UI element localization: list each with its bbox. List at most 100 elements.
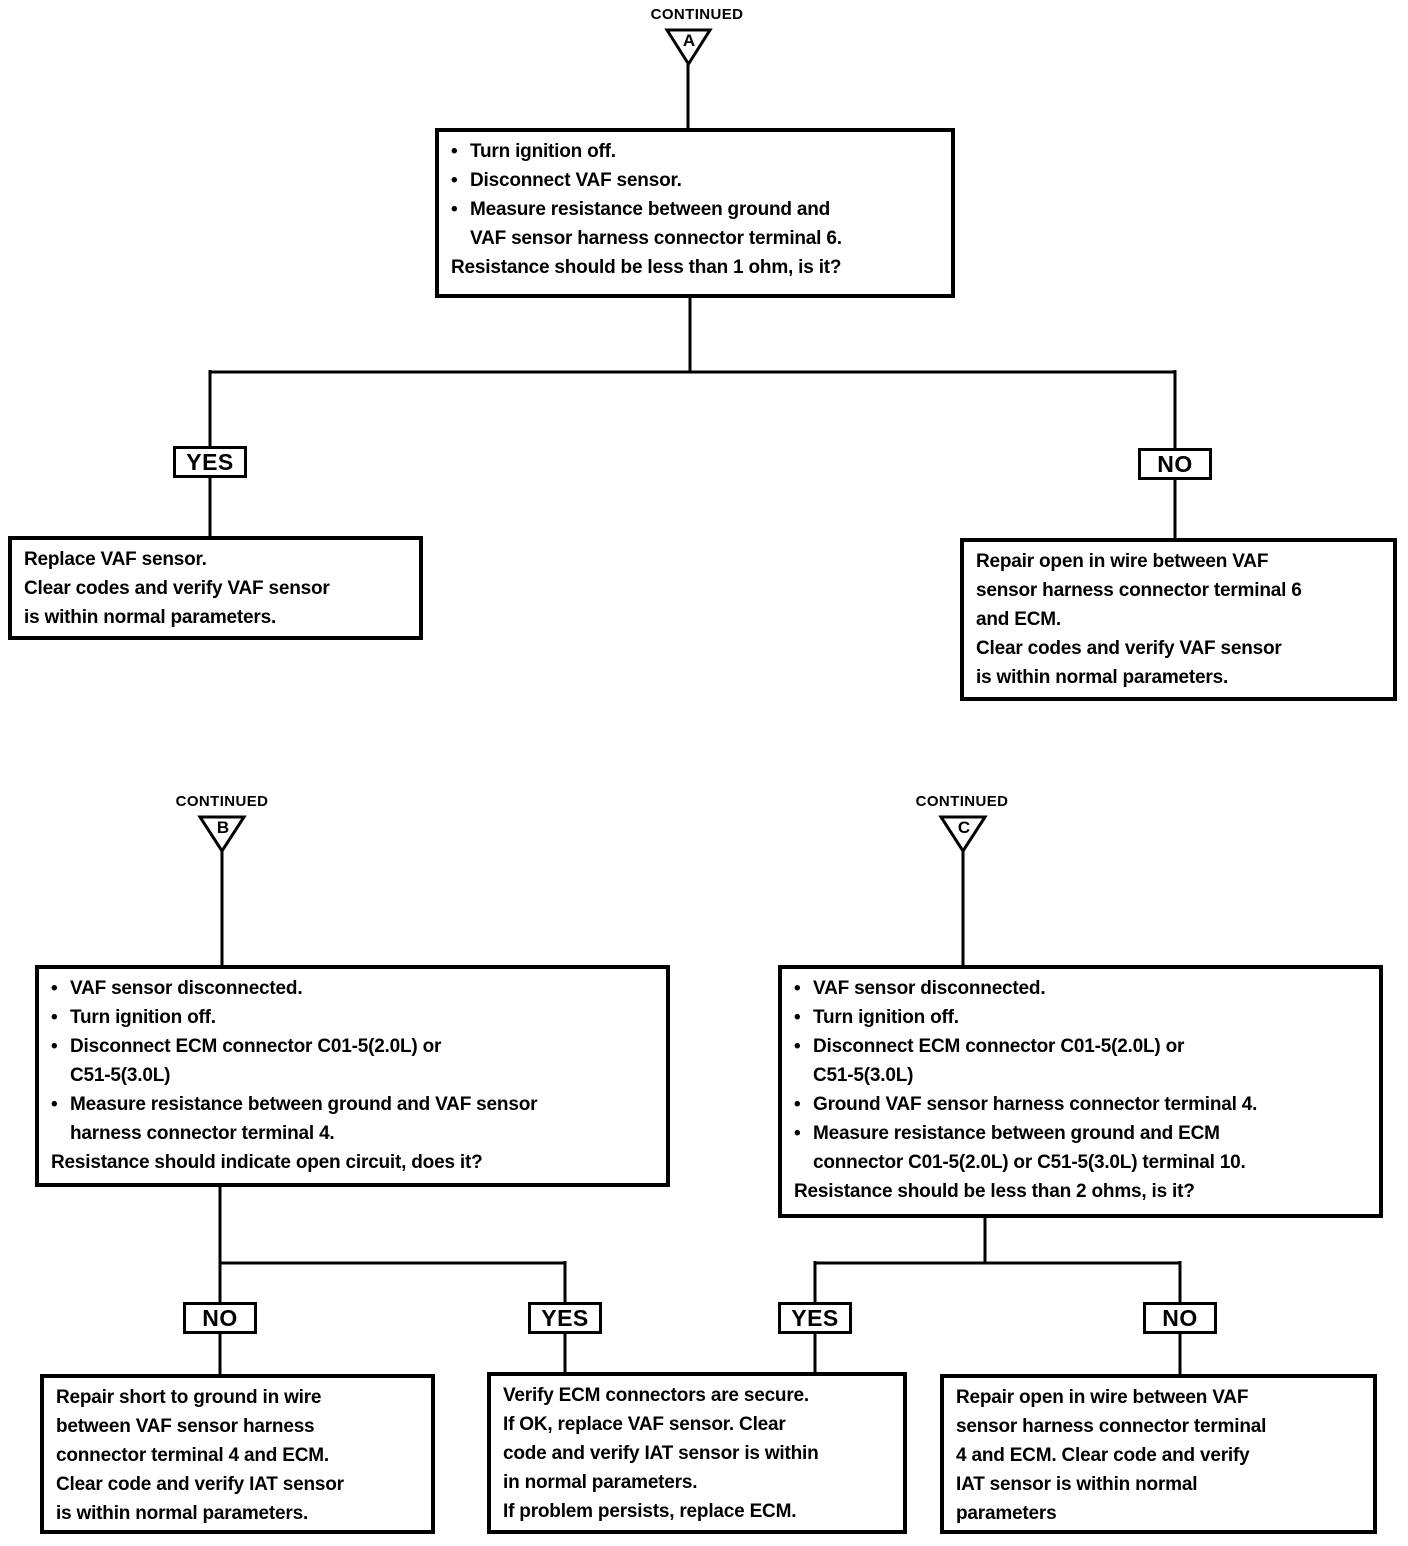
result-line-text: Verify ECM connectors are secure. — [503, 1385, 809, 1406]
connector-b-label: CONTINUED — [175, 793, 269, 810]
branch-label-text: YES — [541, 1304, 589, 1331]
branch-label-b-no: NO — [183, 1302, 257, 1334]
bullet-icon: • — [794, 1007, 801, 1028]
question-line-text: Turn ignition off. — [470, 141, 616, 162]
branch-label-c-yes: YES — [778, 1302, 852, 1334]
question-line: • Turn ignition off. — [451, 137, 939, 166]
result-line-text: sensor harness connector terminal — [956, 1416, 1267, 1437]
question-line-text: Resistance should be less than 2 ohms, i… — [794, 1181, 1195, 1202]
branch-label-b-yes: YES — [528, 1302, 602, 1334]
question-line-text: Disconnect ECM connector C01-5(2.0L) or — [70, 1036, 442, 1057]
bullet-icon: • — [451, 141, 458, 162]
question-line-text: C51-5(3.0L) — [813, 1065, 914, 1086]
question-line: •Turn ignition off. — [51, 1003, 654, 1032]
bullet-icon: • — [451, 199, 458, 220]
question-line: connector C01-5(2.0L) or C51-5(3.0L) ter… — [794, 1148, 1367, 1177]
result-line: is within normal parameters. — [56, 1499, 419, 1528]
question-line: •Measure resistance between ground and V… — [51, 1090, 654, 1119]
result-line: Repair open in wire between VAF — [976, 547, 1381, 576]
result-line: is within normal parameters. — [976, 663, 1381, 692]
result-line-text: connector terminal 4 and ECM. — [56, 1445, 329, 1466]
box-shared-yes-result: Verify ECM connectors are secure. If OK,… — [487, 1372, 907, 1534]
result-line-text: in normal parameters. — [503, 1472, 698, 1493]
branch-label-text: YES — [791, 1304, 839, 1331]
question-line-text: Turn ignition off. — [813, 1007, 959, 1028]
question-line: Resistance should be less than 2 ohms, i… — [794, 1177, 1367, 1206]
result-line-text: Clear codes and verify VAF sensor — [976, 638, 1282, 659]
triangle-b-icon — [197, 815, 247, 854]
result-line-text: Repair open in wire between VAF — [976, 551, 1269, 572]
question-line-text: Ground VAF sensor harness connector term… — [813, 1094, 1258, 1115]
bullet-icon: • — [451, 170, 458, 191]
branch-label-a-no: NO — [1138, 448, 1212, 480]
connector-a-label: CONTINUED — [650, 6, 744, 23]
connector-b-letter: B — [216, 818, 230, 837]
result-line: between VAF sensor harness — [56, 1412, 419, 1441]
question-line: • Disconnect VAF sensor. — [451, 166, 939, 195]
result-line-text: If problem persists, replace ECM. — [503, 1501, 797, 1522]
result-line-text: sensor harness connector terminal 6 — [976, 580, 1302, 601]
question-line: C51-5(3.0L) — [794, 1061, 1367, 1090]
connector-c-label: CONTINUED — [915, 793, 1009, 810]
question-line: • Disconnect ECM connector C01-5(2.0L) or — [51, 1032, 654, 1061]
question-line: Resistance should indicate open circuit,… — [51, 1148, 654, 1177]
question-line: VAF sensor harness connector terminal 6. — [451, 224, 939, 253]
question-line-text: Disconnect VAF sensor. — [470, 170, 682, 191]
result-line: IAT sensor is within normal — [956, 1470, 1361, 1499]
result-line-text: Repair short to ground in wire — [56, 1387, 322, 1408]
question-line: •VAF sensor disconnected. — [51, 974, 654, 1003]
box-a-no-result: Repair open in wire between VAF sensor h… — [960, 538, 1397, 701]
question-line: harness connector terminal 4. — [51, 1119, 654, 1148]
result-line-text: is within normal parameters. — [24, 607, 277, 628]
box-c-question: • VAF sensor disconnected. • Turn ignition… — [778, 965, 1383, 1218]
bullet-icon: • — [794, 1123, 801, 1144]
question-line: • Ground VAF sensor harness connector ter… — [794, 1090, 1367, 1119]
result-line-text: IAT sensor is within normal — [956, 1474, 1198, 1495]
question-line-text: harness connector terminal 4. — [70, 1123, 335, 1144]
question-line-text: Turn ignition off. — [70, 1007, 216, 1028]
branch-label-text: YES — [186, 448, 234, 475]
question-line: Resistance should be less than 1 ohm, is… — [451, 253, 939, 282]
bullet-icon: • — [794, 978, 801, 999]
question-line-text: VAF sensor disconnected. — [813, 978, 1046, 999]
result-line: sensor harness connector terminal 6 — [976, 576, 1381, 605]
result-line: If OK, replace VAF sensor. Clear — [503, 1410, 891, 1439]
bullet-icon: • — [51, 978, 58, 999]
box-a-question: • Turn ignition off. • Disconnect VAF sens… — [435, 128, 955, 298]
question-line: C51-5(3.0L) — [51, 1061, 654, 1090]
result-line: Clear code and verify IAT sensor — [56, 1470, 419, 1499]
result-line: Verify ECM connectors are secure. — [503, 1381, 891, 1410]
branch-label-text: NO — [202, 1304, 238, 1331]
question-line-text: connector C01-5(2.0L) or C51-5(3.0L) ter… — [813, 1152, 1246, 1173]
result-line: code and verify IAT sensor is within — [503, 1439, 891, 1468]
result-line-text: and ECM. — [976, 609, 1061, 630]
question-line: • Disconnect ECM connector C01-5(2.0L) or — [794, 1032, 1367, 1061]
bullet-icon: • — [51, 1036, 58, 1057]
result-line-text: Clear codes and verify VAF sensor — [24, 578, 330, 599]
result-line-text: Clear code and verify IAT sensor — [56, 1474, 344, 1495]
result-line: in normal parameters. — [503, 1468, 891, 1497]
question-line: • VAF sensor disconnected. — [794, 974, 1367, 1003]
bullet-icon: • — [794, 1036, 801, 1057]
branch-label-c-no: NO — [1143, 1302, 1217, 1334]
question-line: • Turn ignition off. — [794, 1003, 1367, 1032]
question-line-text: C51-5(3.0L) — [70, 1065, 171, 1086]
result-line-text: 4 and ECM. Clear code and verify — [956, 1445, 1250, 1466]
result-line: is within normal parameters. — [24, 603, 407, 632]
result-line-text: between VAF sensor harness — [56, 1416, 315, 1437]
question-line-text: Disconnect ECM connector C01-5(2.0L) or — [813, 1036, 1185, 1057]
branch-label-text: NO — [1162, 1304, 1198, 1331]
result-line-text: code and verify IAT sensor is within — [503, 1443, 819, 1464]
box-b-no-result: Repair short to ground in wire between V… — [40, 1374, 435, 1534]
result-line: 4 and ECM. Clear code and verify — [956, 1441, 1361, 1470]
result-line: sensor harness connector terminal — [956, 1412, 1361, 1441]
result-line-text: Repair open in wire between VAF — [956, 1387, 1249, 1408]
bullet-icon: • — [51, 1094, 58, 1115]
bullet-icon: • — [794, 1094, 801, 1115]
result-line: Repair open in wire between VAF — [956, 1383, 1361, 1412]
branch-label-text: NO — [1157, 450, 1193, 477]
question-line: •Measure resistance between ground and — [451, 195, 939, 224]
result-line: Replace VAF sensor. — [24, 545, 407, 574]
